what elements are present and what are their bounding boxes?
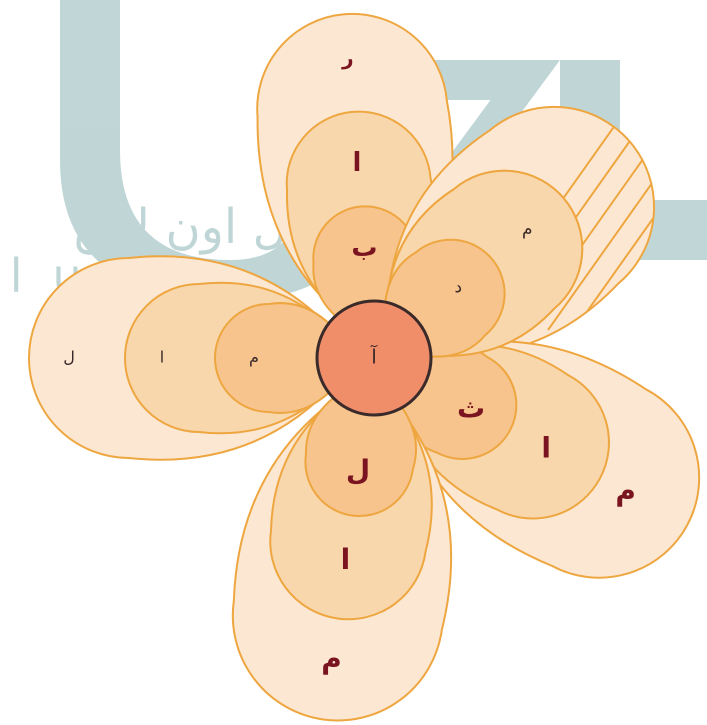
petal-left-letter-1: م [249,348,259,367]
petal-upper-right-letter-2: م [522,219,533,239]
petal-upper-right-letter-1: د [454,277,462,297]
petal-top-letter-2: ا [353,148,362,178]
petal-lower-right-letter-3: م [615,474,636,507]
petal-left-letter-3: ل [63,348,75,367]
petal-bottom-letter-2: ا [341,543,351,576]
center-circle: آ [317,301,431,415]
petal-bottom-letter-3: م [321,642,342,675]
petal-lower-right-letter-2: ا [541,432,551,465]
petal-top-letter-1: ب [351,233,377,263]
petal-left-letter-2: ا [160,348,164,367]
petal-top-letter-3: ر [341,46,354,70]
petal-bottom-letter-1: ل [346,454,370,487]
petal-lower-right-letter-1: ث [457,392,485,425]
